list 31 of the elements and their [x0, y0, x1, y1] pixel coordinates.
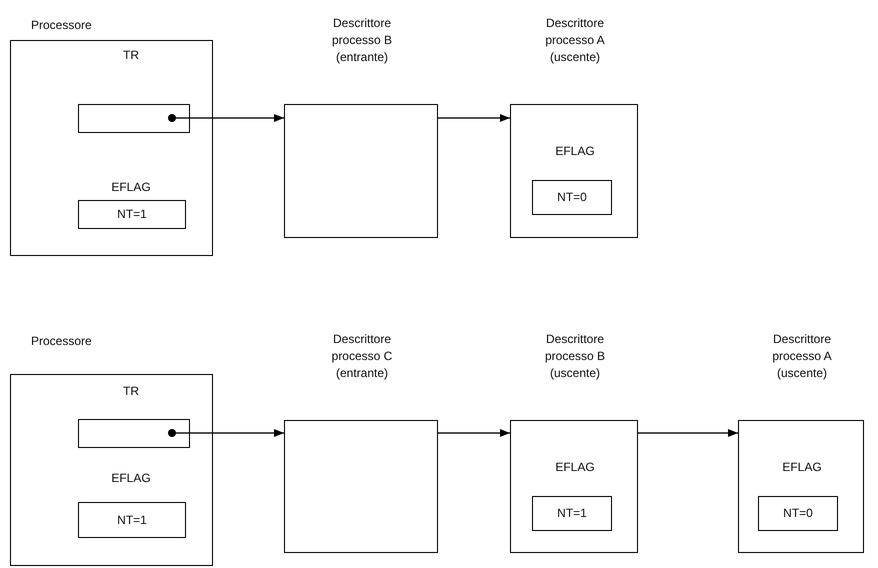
arrow [168, 114, 284, 122]
register-box [78, 419, 190, 448]
register-label: EFLAG [554, 459, 596, 476]
register-label: EFLAG [110, 179, 152, 196]
heading: Processore [31, 333, 93, 350]
heading: Descrittore processo A (uscente) [771, 331, 833, 382]
register-label: EFLAG [554, 143, 596, 160]
flag-value: NT=1 [116, 206, 148, 223]
register-label: EFLAG [781, 459, 823, 476]
heading: Processore [31, 17, 93, 34]
register-label: TR [122, 383, 140, 400]
flag-box [532, 180, 612, 215]
arrow [438, 114, 510, 122]
flag-box [78, 200, 186, 229]
flag-value: NT=1 [556, 505, 588, 522]
heading: Descrittore processo C (entrante) [330, 331, 394, 382]
flag-box [532, 496, 612, 531]
arrow [638, 429, 738, 437]
flag-value: NT=0 [556, 189, 588, 206]
flag-value: NT=0 [782, 505, 814, 522]
heading: Descrittore processo A (uscente) [544, 15, 606, 66]
register-label: EFLAG [110, 470, 152, 487]
arrow [168, 429, 284, 437]
flag-box [758, 496, 838, 531]
heading: Descrittore processo B (entrante) [330, 15, 394, 66]
flag-value: NT=1 [116, 512, 148, 528]
register-box [78, 104, 190, 133]
heading: Descrittore processo B (uscente) [544, 331, 606, 382]
flag-box [78, 502, 186, 538]
register-label: TR [122, 47, 140, 64]
arrow [438, 429, 510, 437]
